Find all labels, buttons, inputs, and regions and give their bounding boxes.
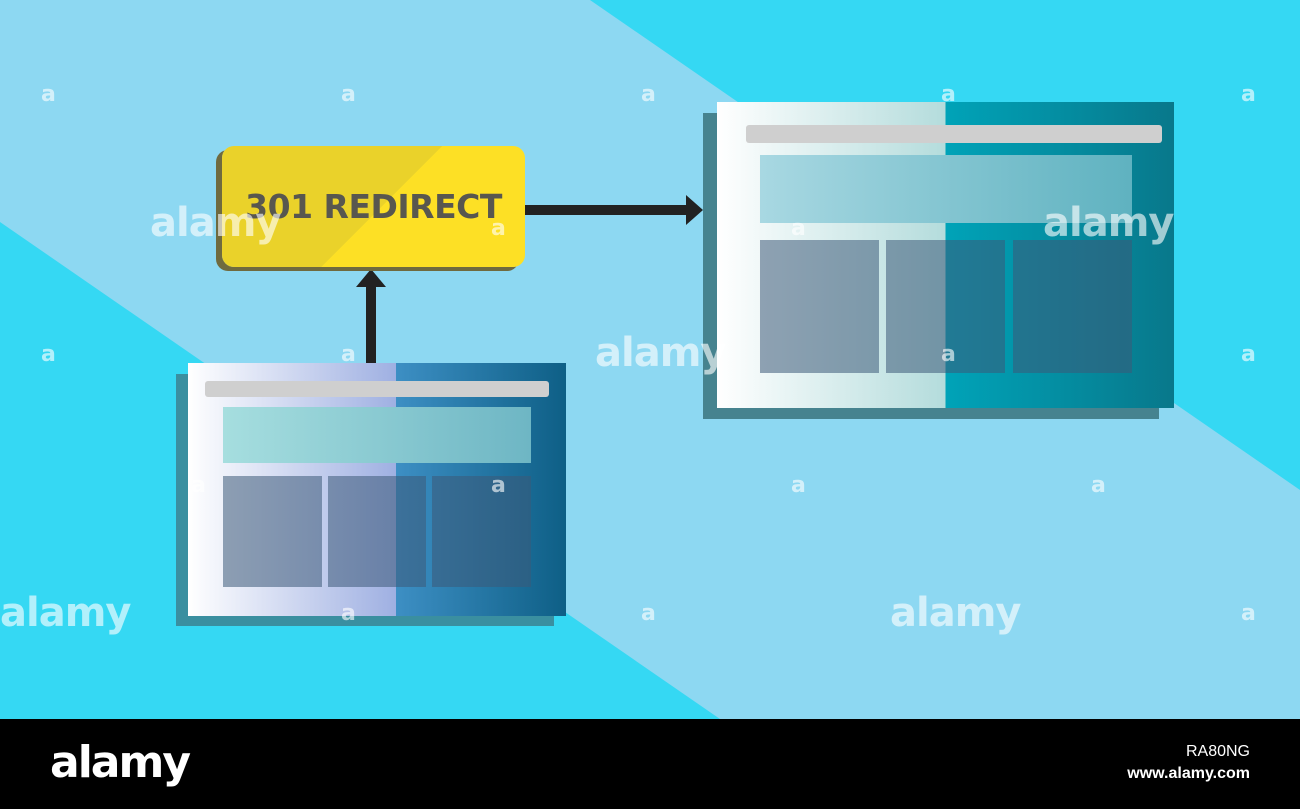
old-page-header-block <box>223 407 531 463</box>
watermark-letter: a <box>791 473 806 498</box>
watermark: alamy <box>595 330 726 376</box>
old-page-address-bar <box>205 381 549 397</box>
watermark-letter: a <box>941 342 956 367</box>
watermark-letter: a <box>491 216 506 241</box>
old-page-content-block <box>432 476 531 587</box>
footer-logo: alamy <box>50 737 191 788</box>
new-page-content-block <box>1013 240 1132 373</box>
watermark-letter: a <box>191 473 206 498</box>
diagram-canvas: 301 REDIRECT alamy alamy alamy alamy ala… <box>0 0 1300 719</box>
watermark-letter: a <box>341 601 356 626</box>
footer-bar: alamy RA80NG www.alamy.com <box>0 719 1300 809</box>
watermark-letter: a <box>41 82 56 107</box>
watermark-letter: a <box>641 601 656 626</box>
watermark-letter: a <box>341 342 356 367</box>
new-page-header-block <box>760 155 1132 223</box>
new-page-content-block <box>760 240 879 373</box>
arrows <box>356 195 703 363</box>
watermark-letter: a <box>491 473 506 498</box>
watermark: alamy <box>0 590 131 636</box>
new-page-address-bar <box>746 125 1162 143</box>
watermark-letter: a <box>791 216 806 241</box>
new-page-content-block <box>886 240 1005 373</box>
watermark-letter: a <box>1241 342 1256 367</box>
watermark: alamy <box>150 200 281 246</box>
image-id: RA80NG <box>1185 743 1250 760</box>
watermark-letter: a <box>1241 601 1256 626</box>
watermark: alamy <box>890 590 1021 636</box>
watermark-letter: a <box>941 82 956 107</box>
old-page <box>188 363 566 616</box>
old-page-content-block <box>223 476 322 587</box>
watermark: alamy <box>1043 200 1174 246</box>
footer-url: www.alamy.com <box>1127 765 1250 782</box>
old-page-content-block <box>328 476 426 587</box>
watermark-letter: a <box>1241 82 1256 107</box>
redirect-label: 301 REDIRECT <box>245 187 502 226</box>
arrow-up <box>356 269 386 363</box>
watermark-letter: a <box>41 342 56 367</box>
watermark-letter: a <box>1091 473 1106 498</box>
new-page <box>717 102 1174 408</box>
arrow-right <box>525 195 703 225</box>
watermark-letter: a <box>341 82 356 107</box>
watermark-letter: a <box>641 82 656 107</box>
redirect-box: 301 REDIRECT <box>222 146 525 267</box>
